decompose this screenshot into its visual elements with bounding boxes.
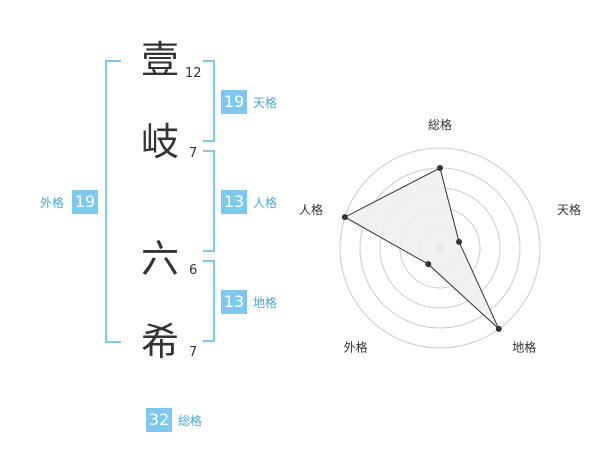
gaikaku-label: 外格 [40,196,65,210]
stroke-count-2: 7 [189,146,198,161]
radar-axis-label: 天格 [557,202,581,217]
radar-axis-label: 地格 [512,340,536,355]
radar-axis-label: 総格 [428,117,452,132]
tenkaku-bracket [203,60,215,142]
given-char-2: 希 [140,320,179,364]
jinkaku-label: 人格 [253,196,278,210]
radar-point-5 [341,214,348,221]
radar-point-2 [456,238,463,245]
soukaku-label: 総格 [178,414,203,428]
tenkaku-label: 天格 [253,96,278,110]
chikaku-value: 13 [221,290,247,314]
stroke-count-3: 6 [189,263,198,278]
stroke-count-1: 12 [185,66,202,81]
given-char-1: 六 [140,237,179,281]
chikaku-label: 地格 [253,296,278,310]
surname-char-1: 壹 [140,38,179,82]
radar-point-4 [425,261,432,268]
soukaku-value: 32 [146,408,172,432]
jinkaku-value: 13 [221,190,247,214]
stroke-count-4: 7 [189,345,198,360]
radar-grid-ring [339,147,541,349]
surname-char-2: 岐 [140,120,179,164]
gaikaku-bracket [105,60,121,343]
radar-point-1 [437,165,443,171]
radar-score-area [343,167,500,330]
radar-axis-label: 人格 [299,202,323,217]
jinkaku-bracket [203,150,215,252]
chikaku-bracket [203,260,215,342]
radar-point-3 [495,325,502,332]
radar-axis-label: 外格 [344,340,368,355]
gaikaku-value: 19 [72,190,98,214]
tenkaku-value: 19 [221,90,247,114]
